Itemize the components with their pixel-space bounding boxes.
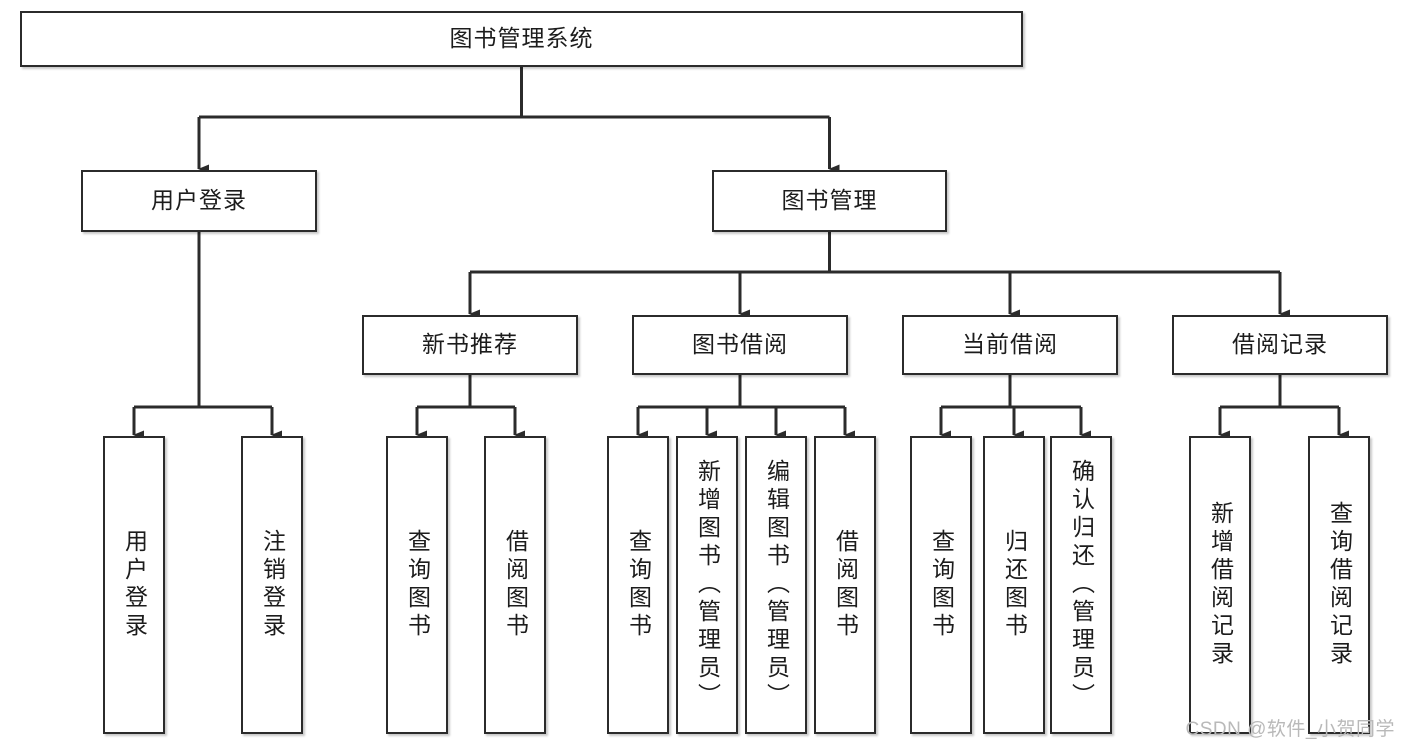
node-leaf-query-book-2[interactable]: 查询图书 (607, 436, 669, 734)
node-book-borrow[interactable]: 图书借阅 (632, 315, 848, 375)
node-leaf-query-book-3[interactable]: 查询图书 (910, 436, 972, 734)
node-leaf-confirm-return[interactable]: 确认归还（管理员） (1050, 436, 1112, 734)
node-user-login[interactable]: 用户登录 (81, 170, 317, 232)
node-label: 图书管理系统 (449, 25, 594, 52)
node-leaf-add-record[interactable]: 新增借阅记录 (1189, 436, 1251, 734)
node-label: 新增图书（管理员） (694, 459, 721, 711)
node-leaf-edit-book[interactable]: 编辑图书（管理员） (745, 436, 807, 734)
node-label: 用户登录 (151, 187, 247, 214)
node-label: 借阅图书 (832, 529, 859, 641)
node-leaf-return-book[interactable]: 归还图书 (983, 436, 1045, 734)
node-borrow-record[interactable]: 借阅记录 (1172, 315, 1388, 375)
node-leaf-borrow-book-2[interactable]: 借阅图书 (814, 436, 876, 734)
node-book-manage[interactable]: 图书管理 (712, 170, 947, 232)
node-root[interactable]: 图书管理系统 (20, 11, 1023, 67)
node-label: 新书推荐 (422, 331, 518, 358)
node-label: 查询图书 (404, 529, 431, 641)
node-leaf-user-login[interactable]: 用户登录 (103, 436, 165, 734)
node-leaf-borrow-book-1[interactable]: 借阅图书 (484, 436, 546, 734)
node-label: 编辑图书（管理员） (763, 459, 790, 711)
node-label: 注销登录 (259, 529, 286, 641)
node-label: 用户登录 (121, 529, 148, 641)
connector-lines (132, 67, 1349, 440)
node-label: 查询图书 (928, 529, 955, 641)
node-label: 图书借阅 (692, 331, 788, 358)
node-label: 归还图书 (1001, 529, 1028, 641)
node-leaf-query-book-1[interactable]: 查询图书 (386, 436, 448, 734)
node-label: 借阅记录 (1232, 331, 1328, 358)
node-label: 借阅图书 (502, 529, 529, 641)
watermark-text: CSDN @软件_小贺同学 (1185, 719, 1395, 740)
node-label: 查询图书 (625, 529, 652, 641)
node-label: 当前借阅 (962, 331, 1058, 358)
node-label: 确认归还（管理员） (1068, 459, 1095, 711)
node-leaf-logout[interactable]: 注销登录 (241, 436, 303, 734)
node-leaf-add-book[interactable]: 新增图书（管理员） (676, 436, 738, 734)
node-label: 新增借阅记录 (1207, 501, 1234, 669)
node-new-book-recommend[interactable]: 新书推荐 (362, 315, 578, 375)
node-current-borrow[interactable]: 当前借阅 (902, 315, 1118, 375)
node-label: 查询借阅记录 (1326, 501, 1353, 669)
node-leaf-query-record[interactable]: 查询借阅记录 (1308, 436, 1370, 734)
node-label: 图书管理 (781, 187, 878, 214)
